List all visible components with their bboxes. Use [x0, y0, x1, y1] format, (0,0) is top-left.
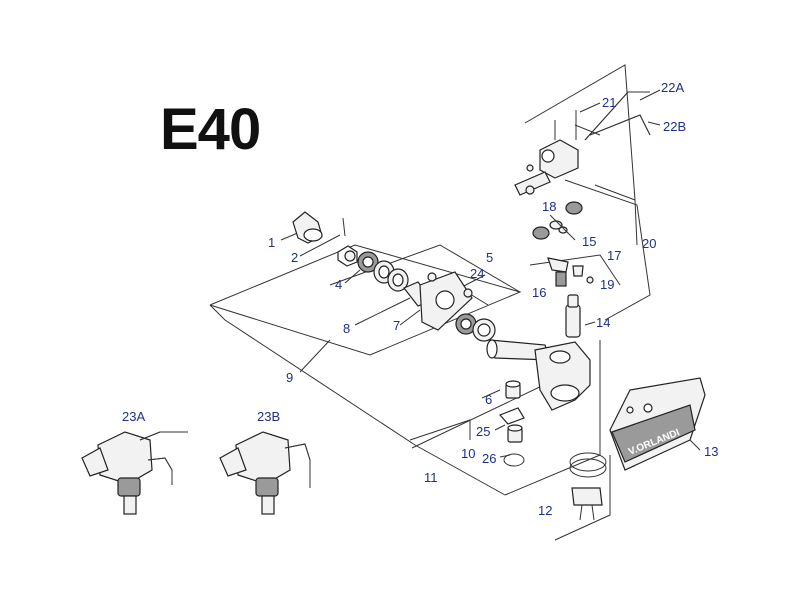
part-6-bushing: [505, 380, 521, 399]
callout-12: 12: [538, 503, 552, 518]
callout-16: 16: [532, 285, 546, 300]
part-15-17-18-springs: [532, 201, 583, 241]
callout-10: 10: [461, 446, 475, 461]
callout-21: 21: [602, 95, 616, 110]
callout-26: 26: [482, 451, 496, 466]
callout-5: 5: [486, 250, 493, 265]
callout-11: 11: [424, 470, 438, 485]
callout-19: 19: [600, 277, 614, 292]
callout-23b: 23B: [257, 409, 280, 424]
callout-6: 6: [485, 392, 492, 407]
part-1-cone: [292, 211, 323, 244]
callout-1: 1: [268, 235, 275, 250]
callout-labels: 1 2 4 5 24 7 8 9 6 25 10 26 11 12 13 14 …: [122, 80, 718, 518]
part-23a-assembly: [81, 431, 188, 515]
part-26-bushing: [503, 424, 525, 467]
callout-20: 20: [642, 236, 656, 251]
part-4-washers: [357, 251, 409, 292]
part-seals: [455, 313, 496, 342]
callout-17: 17: [607, 248, 621, 263]
part-16-lever: [547, 257, 594, 287]
part-nut: [337, 245, 358, 267]
part-7-plate: [419, 271, 473, 331]
callout-22b: 22B: [663, 119, 686, 134]
callout-9: 9: [286, 370, 293, 385]
callout-23a: 23A: [122, 409, 145, 424]
callout-13: 13: [704, 444, 718, 459]
diagram-title: E40: [160, 97, 261, 162]
callout-7: 7: [393, 318, 400, 333]
callout-25: 25: [476, 424, 490, 439]
part-14-pin: [565, 294, 581, 338]
callout-8: 8: [343, 321, 350, 336]
part-23b-assembly: [219, 431, 311, 515]
callout-22a: 22A: [661, 80, 684, 95]
callout-4: 4: [335, 277, 342, 292]
callout-2: 2: [291, 250, 298, 265]
part-13-cover: V.ORLANDI: [609, 377, 706, 471]
callout-14: 14: [596, 315, 610, 330]
part-21-valve-body: [514, 110, 601, 196]
assembly-frame-lines: [209, 64, 701, 541]
part-main-arm: [486, 339, 591, 411]
part-12-collar: [569, 452, 607, 521]
callout-24: 24: [470, 266, 484, 281]
callout-18: 18: [542, 199, 556, 214]
part-22-pipe: [584, 91, 651, 141]
part-25-clip: [498, 407, 525, 425]
callout-15: 15: [582, 234, 596, 249]
part-24-screws: [427, 272, 489, 306]
part-2-pin: [342, 217, 346, 237]
